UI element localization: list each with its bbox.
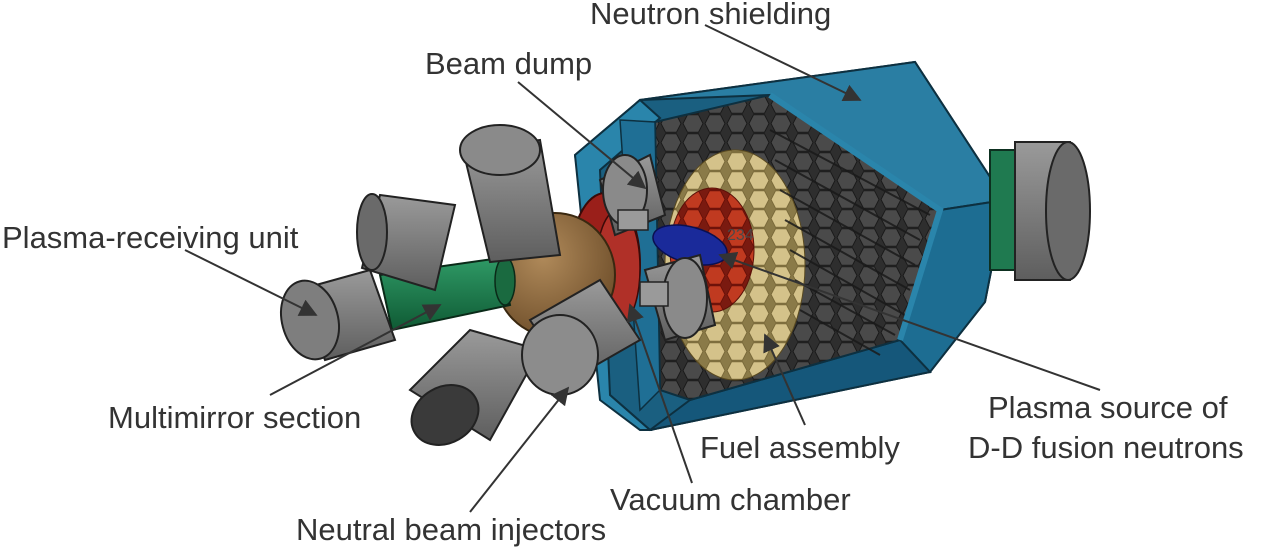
leader-neutral-beam-injectors	[469, 386, 570, 513]
neutral-beam-injector-top	[459, 124, 562, 264]
leader-beam-dump	[517, 81, 647, 190]
neutral-beam-injector-front	[521, 278, 642, 396]
leader-vacuum-chamber	[626, 303, 693, 484]
leader-fuel-assembly	[763, 333, 806, 426]
right-end-cylinder	[989, 141, 1091, 281]
label-multimirror-section: Multimirror section	[108, 400, 361, 435]
label-plasma-source-line2: D-D fusion neutrons	[968, 430, 1244, 465]
leader-multimirror-section	[269, 304, 442, 396]
leader-neutron-shielding	[704, 24, 862, 102]
plasma-receiving-unit	[280, 268, 397, 362]
label-fuel-assembly: Fuel assembly	[700, 430, 900, 465]
label-vacuum-chamber: Vacuum chamber	[610, 482, 851, 517]
beam-dump-lower	[639, 253, 717, 342]
label-plasma-source-line1: Plasma source of	[988, 390, 1228, 425]
label-neutron-shielding: Neutron shielding	[590, 0, 831, 31]
label-plasma-receiving-unit: Plasma-receiving unit	[2, 220, 299, 255]
leader-plasma-receiving-unit	[184, 249, 318, 316]
neutral-beam-injector-bottom-left	[408, 328, 542, 446]
cell-number-text: 234	[727, 227, 754, 244]
neutral-beam-injector-upper-left	[356, 193, 457, 292]
leader-plasma-source	[718, 251, 1101, 391]
label-beam-dump: Beam dump	[425, 46, 592, 81]
leader-lines	[184, 24, 1101, 513]
label-neutral-beam-injectors: Neutral beam injectors	[296, 512, 606, 547]
